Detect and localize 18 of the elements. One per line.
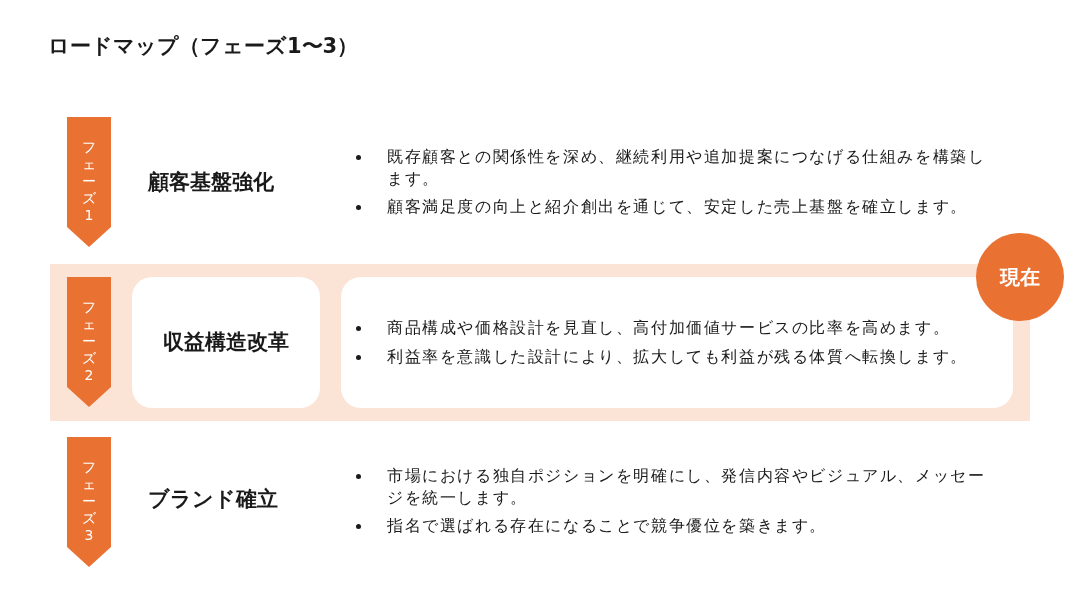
phase-title: 顧客基盤強化 <box>148 170 274 196</box>
status-label: 現在 <box>1000 265 1040 289</box>
phase-title: 収益構造改革 <box>163 329 289 356</box>
phase-title: ブランド確立 <box>148 487 278 513</box>
bullet-text: 既存顧客との関係性を深め、継続利用や追加提案につなげる仕組みを構築します。 <box>387 146 987 190</box>
bullet-text: 商品構成や価格設計を見直し、高付加価値サービスの比率を高めます。 <box>387 317 952 339</box>
bullet-text: 利益率を意識した設計により、拡大しても利益が残る体質へ転換します。 <box>387 346 969 368</box>
phase-label: フェーズ1 <box>81 139 97 224</box>
phase-banner <box>67 437 111 567</box>
bullet-text: 顧客満足度の向上と紹介創出を通じて、安定した売上基盤を確立します。 <box>387 196 969 218</box>
phase-banner <box>67 117 111 247</box>
title-card <box>132 277 320 408</box>
page-title: ロードマップ（フェーズ1〜3） <box>48 34 359 60</box>
phase-label: フェーズ2 <box>81 299 97 384</box>
phase-banner <box>67 277 111 407</box>
phase-label: フェーズ3 <box>81 459 97 544</box>
bullet-text: 指名で選ばれる存在になることで競争優位を築きます。 <box>387 515 828 537</box>
bullet-text: 市場における独自ポジションを明確にし、発信内容やビジュアル、メッセージを統一します。 <box>387 465 987 509</box>
